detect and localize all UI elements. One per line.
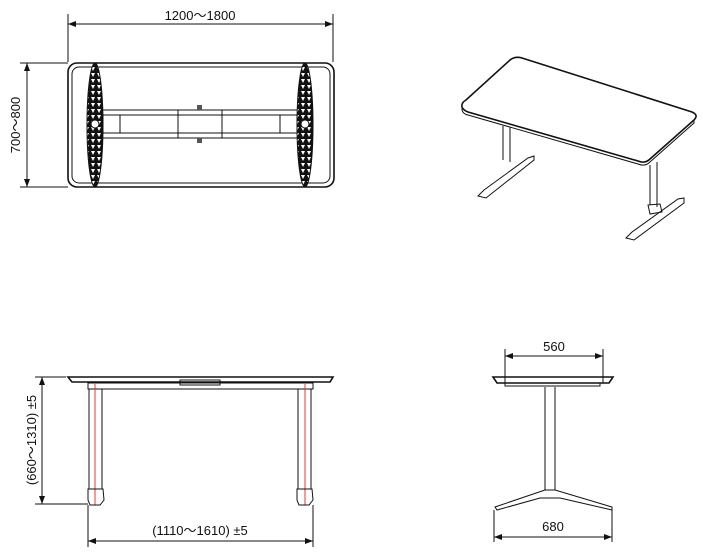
tabletop-thickness <box>461 107 695 166</box>
tabletop-outline <box>67 62 335 188</box>
tabletop-inner-edge <box>71 66 331 184</box>
tabletop-front <box>66 376 335 383</box>
foot-right <box>625 197 685 241</box>
depth-dimension-label: 700～800 <box>8 97 23 153</box>
top-view: 1200～1800 700～800 <box>8 8 335 188</box>
crossbar <box>99 109 301 139</box>
crossbar-center-sleeve <box>177 109 223 139</box>
foot-left <box>87 488 105 506</box>
bracket <box>197 105 202 110</box>
height-dimension-label: (660～1310) ±5 <box>24 395 39 485</box>
leg-span-dimension-label: (1110～1610) ±5 <box>152 523 248 538</box>
foot-left <box>477 155 535 199</box>
crossbar-inner <box>102 114 298 134</box>
front-view: (660～1310) ±5 (1110～1610) ±5 <box>24 376 335 547</box>
foot-joint <box>647 203 663 215</box>
foot-base <box>494 489 613 511</box>
leg-column-right <box>649 162 658 207</box>
bracket <box>197 138 202 143</box>
tabletop-side <box>491 376 615 384</box>
center-sleeve <box>179 379 221 386</box>
frame-side <box>504 383 601 387</box>
leg-column <box>544 387 556 490</box>
perspective-view <box>461 56 697 241</box>
foot-width-dimension-label: 680 <box>542 519 564 534</box>
foot-right <box>296 488 314 506</box>
frame-rail <box>87 382 314 390</box>
top-width-dimension-label: 560 <box>543 339 565 354</box>
motor-housing-right <box>279 114 299 134</box>
tabletop-perspective <box>461 56 697 163</box>
motor-icon <box>300 119 310 129</box>
width-dimension-label: 1200～1800 <box>165 8 236 23</box>
leg-column-left <box>502 126 511 162</box>
motor-housing-left <box>101 114 121 134</box>
side-view: 560 680 <box>491 339 615 542</box>
motor-icon <box>90 119 100 129</box>
